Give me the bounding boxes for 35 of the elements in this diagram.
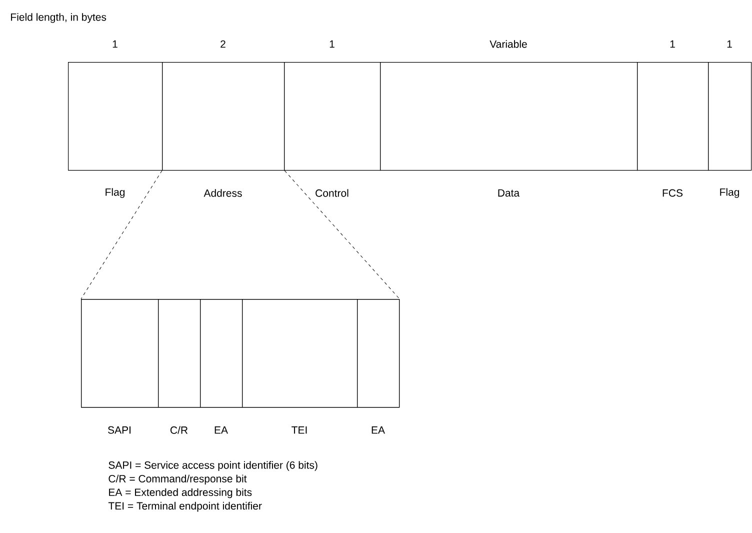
field-box: Flag xyxy=(68,62,163,198)
field-box: Data xyxy=(380,62,638,197)
byte-count: 2 xyxy=(220,40,226,48)
field-box: SAPI xyxy=(81,299,159,434)
field-box: C/R xyxy=(158,299,201,434)
node-label: C/R xyxy=(170,426,188,434)
node-label: Control xyxy=(316,189,348,197)
node-label: Flag xyxy=(720,188,740,198)
heading: Field length, in bytes xyxy=(11,13,106,23)
note-text: SAPI = Service access point identifier (6 bits) xyxy=(108,461,318,471)
node-label: EA xyxy=(214,426,228,434)
byte-count: 1 xyxy=(670,40,675,48)
field-box: Address xyxy=(162,62,285,197)
field-box: Control xyxy=(284,62,381,197)
node-label: SAPI xyxy=(108,426,130,434)
byte-count: 1 xyxy=(330,40,334,48)
byte-count: Variable xyxy=(490,40,527,48)
node-label: Address xyxy=(204,189,242,197)
byte-count: 1 xyxy=(727,40,732,48)
node-label: Flag xyxy=(106,188,125,198)
node-label: TEI xyxy=(292,426,307,434)
zoom-line xyxy=(284,170,400,300)
field-box: Flag xyxy=(708,62,752,198)
node-label: EA xyxy=(372,426,385,434)
field-box: FCS xyxy=(637,62,709,197)
byte-count: 1 xyxy=(112,40,118,48)
note-text: C/R = Command/response bit xyxy=(108,474,247,484)
zoom-line xyxy=(80,170,162,300)
field-box: EA xyxy=(357,299,400,434)
node-label: Data xyxy=(498,189,520,197)
note-text: TEI = Terminal endpoint identifier xyxy=(108,502,262,512)
field-box: TEI xyxy=(242,299,358,434)
field-box: EA xyxy=(200,299,243,434)
node-label: FCS xyxy=(662,189,683,197)
note-text: EA = Extended addressing bits xyxy=(109,488,252,498)
